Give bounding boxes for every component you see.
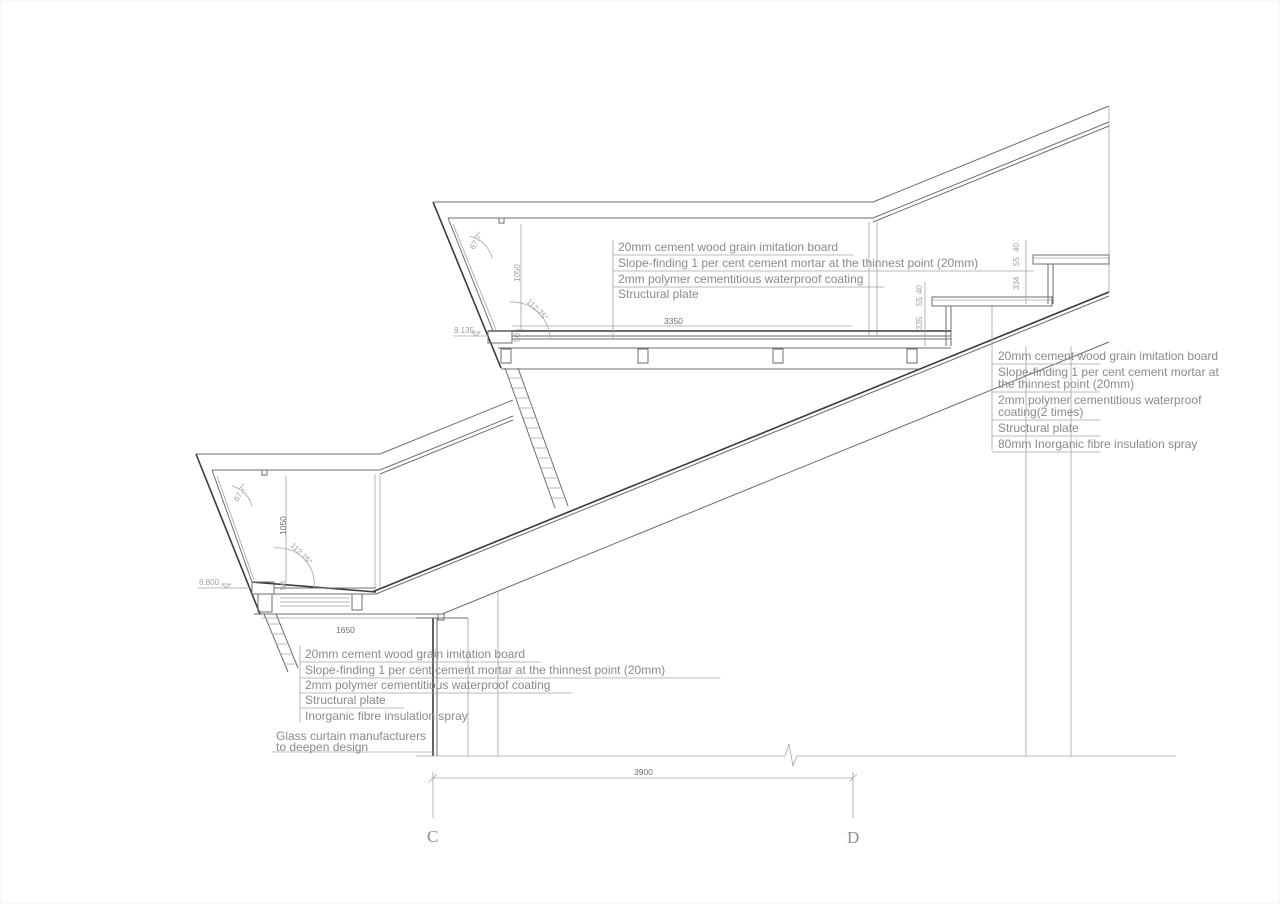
upper-deck-layer-note: 20mm cement wood grain imitation board [618, 240, 838, 254]
lower-deck [195, 399, 514, 673]
lower-deck-step-dim: 50 [279, 581, 288, 590]
roof-layer-note: 2mm polymer cementitious waterproof [998, 393, 1202, 407]
grid-dimension [428, 772, 858, 818]
upper-deck-layer-note: Slope-finding 1 per cent cement mortar a… [618, 256, 978, 270]
stair-riser-high-dim: 334 [1012, 276, 1021, 290]
glass-curtain-note: to deepen design [276, 740, 368, 754]
upper-deck-angle-a: 67.7° [468, 230, 485, 251]
roof-stairs [924, 240, 1110, 346]
upper-deck [432, 105, 1110, 509]
axis-label-d: D [847, 828, 859, 847]
note-leaders [272, 240, 993, 753]
roof-layer-note: Structural plate [998, 421, 1079, 435]
glass-curtain-note: Glass curtain manufacturers [276, 729, 426, 743]
lower-deck-layer-note: 2mm polymer cementitious waterproof coat… [305, 678, 550, 692]
lower-deck-rail-height-dim: 1050 [278, 516, 288, 535]
lower-deck-span-dim: 1650 [336, 625, 355, 635]
lower-deck-angle-b: 112.75° [289, 541, 315, 567]
stair-dim-55b: 55 [1012, 257, 1021, 266]
roof-layer-note: 80mm Inorganic fibre insulation spray [998, 437, 1197, 451]
lower-deck-angle-a: 67.7° [232, 482, 249, 503]
grid-span-dim: 3900 [634, 767, 653, 777]
upper-deck-angle-b: 112.75° [525, 297, 551, 323]
stair-dim-40a: 40 [915, 285, 924, 294]
glass-curtain [416, 346, 1176, 768]
lower-deck-elevation: 6.800 [199, 578, 220, 587]
lower-deck-layer-note: Slope-finding 1 per cent cement mortar a… [305, 663, 665, 677]
lower-deck-layer-note: 20mm cement wood grain imitation board [305, 647, 525, 661]
roof-layer-note: Slope-finding 1 per cent cement mortar a… [998, 365, 1219, 379]
upper-deck-step-dim: 50 [513, 333, 522, 342]
roof-layer-note: coating(2 times) [998, 405, 1083, 419]
upper-deck-layer-note: 2mm polymer cementitious waterproof coat… [618, 272, 863, 286]
lower-deck-layer-note: Structural plate [305, 693, 386, 707]
upper-deck-elevation: 9.135 [454, 326, 475, 335]
upper-deck-layer-note: Structural plate [618, 287, 699, 301]
roof-layer-note: 20mm cement wood grain imitation board [998, 349, 1218, 363]
stair-riser-low-dim: 335 [915, 316, 924, 330]
upper-deck-span-dim: 3350 [664, 316, 683, 326]
upper-deck-rail-height-dim: 1050 [513, 264, 522, 282]
stair-dim-40b: 40 [1012, 243, 1021, 252]
axis-label-c: C [427, 827, 438, 846]
stair-dim-55a: 55 [915, 297, 924, 306]
lower-deck-layer-note: Inorganic fibre insulation spray [305, 709, 468, 723]
roof-layer-note: the thinnest point (20mm) [998, 377, 1134, 391]
sloped-roof-slab [254, 291, 1110, 615]
